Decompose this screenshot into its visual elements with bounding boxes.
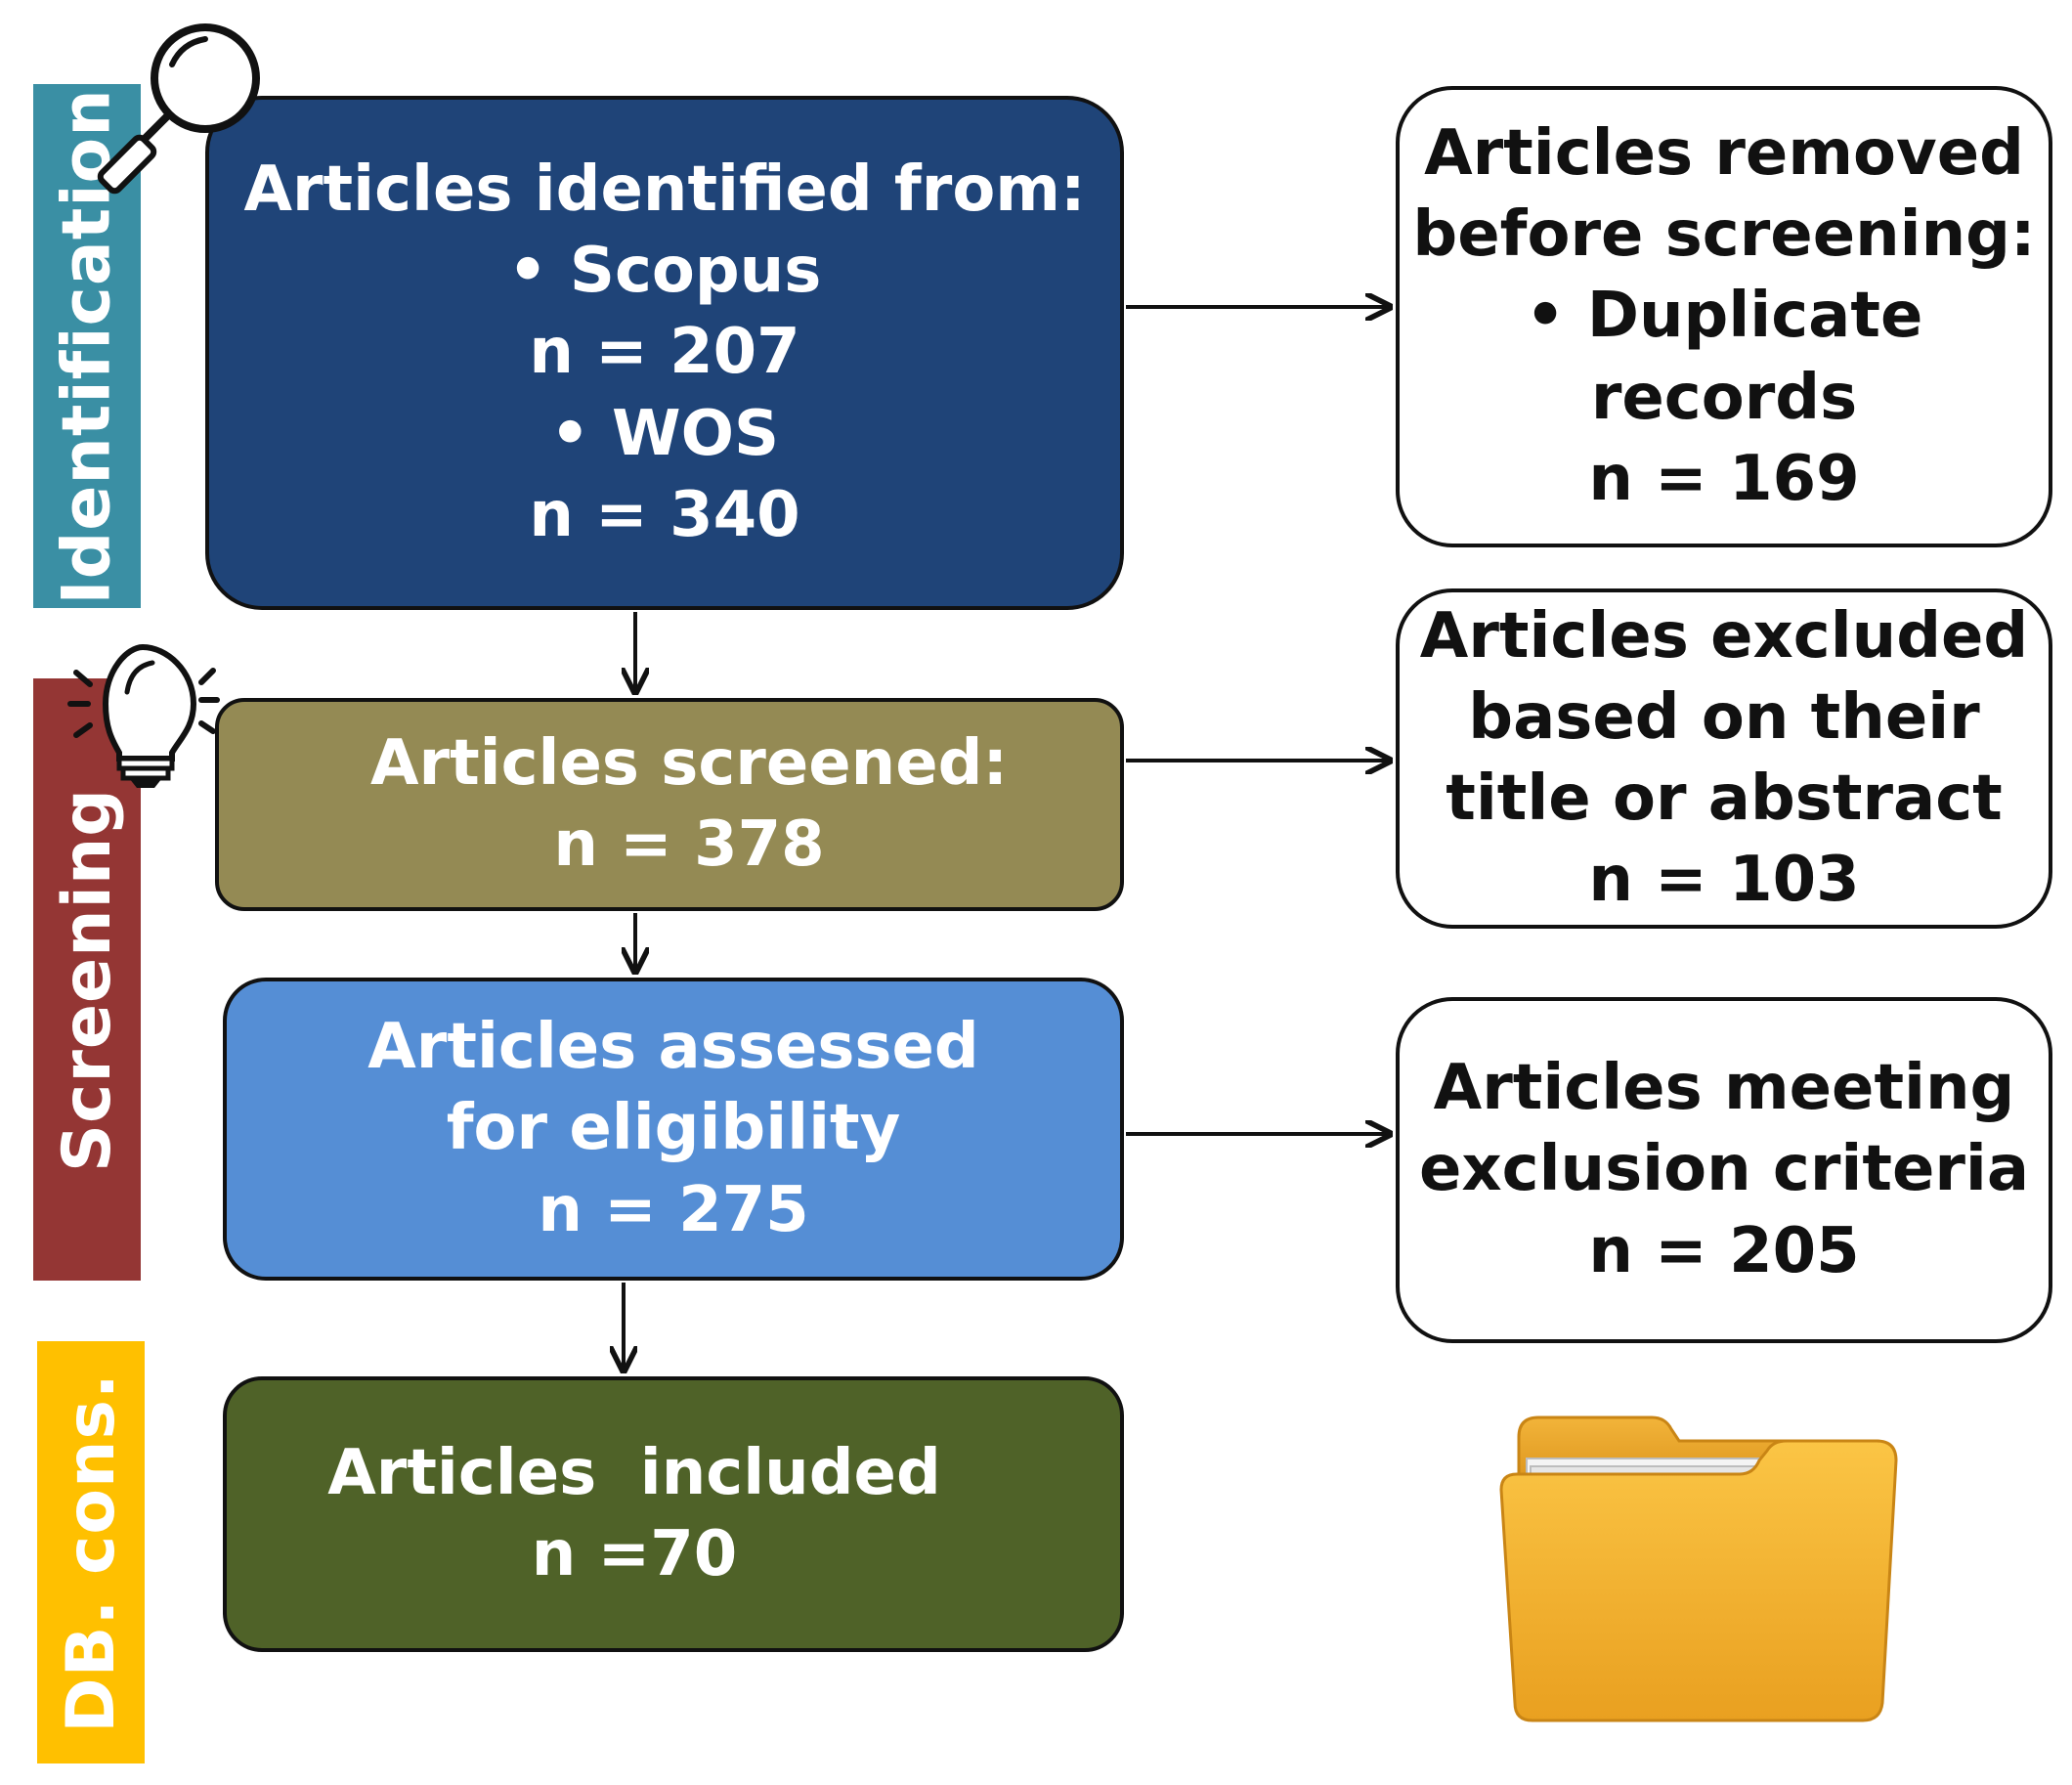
assessed-line: Articles assessed [367, 1011, 979, 1084]
excluded-title-line: based on their [1468, 680, 1980, 754]
identified-line: • WOS [549, 397, 780, 470]
removed-line: Articles removed [1424, 117, 2024, 191]
folder-icon [1499, 1415, 1898, 1722]
removed-line: n = 169 [1588, 442, 1860, 515]
screened-line: n = 378 [553, 808, 825, 881]
removed-line: records [1590, 361, 1858, 434]
box-articles-exclusion-criteria: Articles meeting exclusion criteria n = … [1396, 997, 2052, 1343]
included-line: Articles included [327, 1436, 941, 1509]
included-line: n =70 [531, 1518, 738, 1590]
identified-line: Articles identified from: [243, 153, 1086, 227]
identified-line: • Scopus [507, 235, 822, 308]
box-articles-identified: Articles identified from: • Scopus n = 2… [205, 96, 1124, 610]
box-articles-assessed: Articles assessed for eligibility n = 27… [223, 978, 1124, 1281]
excluded-title-line: n = 103 [1588, 844, 1860, 917]
box-articles-screened: Articles screened: n = 378 [215, 698, 1124, 911]
stage-db-cons: DB. cons. [37, 1341, 145, 1763]
exclusion-criteria-line: exclusion criteria [1418, 1133, 2030, 1206]
assessed-line: for eligibility [446, 1092, 901, 1165]
screened-line: Articles screened: [369, 726, 1009, 800]
excluded-title-line: title or abstract [1446, 762, 2003, 835]
box-articles-included: Articles included n =70 [223, 1376, 1124, 1652]
assessed-line: n = 275 [538, 1173, 809, 1246]
box-articles-removed: Articles removed before screening: • Dup… [1396, 86, 2052, 547]
excluded-title-line: Articles excluded [1419, 599, 2029, 673]
removed-line: before screening: [1412, 198, 2036, 272]
lightbulb-icon [67, 643, 220, 788]
exclusion-criteria-line: Articles meeting [1433, 1052, 2015, 1125]
identified-line: n = 207 [529, 316, 800, 389]
identified-line: n = 340 [529, 478, 800, 551]
exclusion-criteria-line: n = 205 [1588, 1214, 1860, 1287]
magnifier-icon [97, 23, 260, 195]
box-articles-excluded-title: Articles excluded based on their title o… [1396, 588, 2052, 929]
removed-line: • Duplicate [1525, 280, 1923, 353]
